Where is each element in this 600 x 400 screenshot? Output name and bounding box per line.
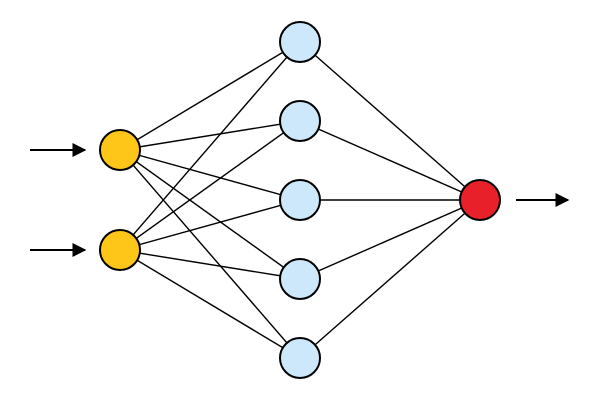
edge-input-2-to-hidden-5 (119, 249, 301, 359)
edge-input-2-to-hidden-3 (119, 199, 301, 251)
edge-input-2-to-hidden-4 (119, 249, 301, 280)
edge-input-1-to-hidden-2 (119, 120, 301, 151)
edge-hidden-4-to-output-1 (299, 199, 481, 280)
hidden-node-5 (279, 337, 321, 379)
edge-input-1-to-hidden-1 (119, 41, 301, 151)
hidden-node-2 (279, 100, 321, 142)
input-node-2 (99, 229, 141, 271)
edge-hidden-1-to-output-1 (299, 41, 481, 201)
edge-hidden-2-to-output-1 (299, 120, 481, 201)
edge-input-1-to-hidden-3 (119, 149, 301, 201)
edge-hidden-5-to-output-1 (299, 199, 481, 359)
hidden-node-4 (279, 258, 321, 300)
edge-input-1-to-hidden-5 (119, 149, 301, 359)
hidden-node-3 (279, 179, 321, 221)
connections (119, 41, 481, 359)
edge-input-1-to-hidden-4 (119, 149, 301, 280)
edge-input-2-to-hidden-1 (119, 41, 301, 251)
output-node-1 (459, 179, 501, 221)
edge-input-2-to-hidden-2 (119, 120, 301, 251)
neurons (99, 21, 501, 379)
io-arrows (30, 143, 570, 257)
hidden-node-1 (279, 21, 321, 63)
input-node-1 (99, 129, 141, 171)
